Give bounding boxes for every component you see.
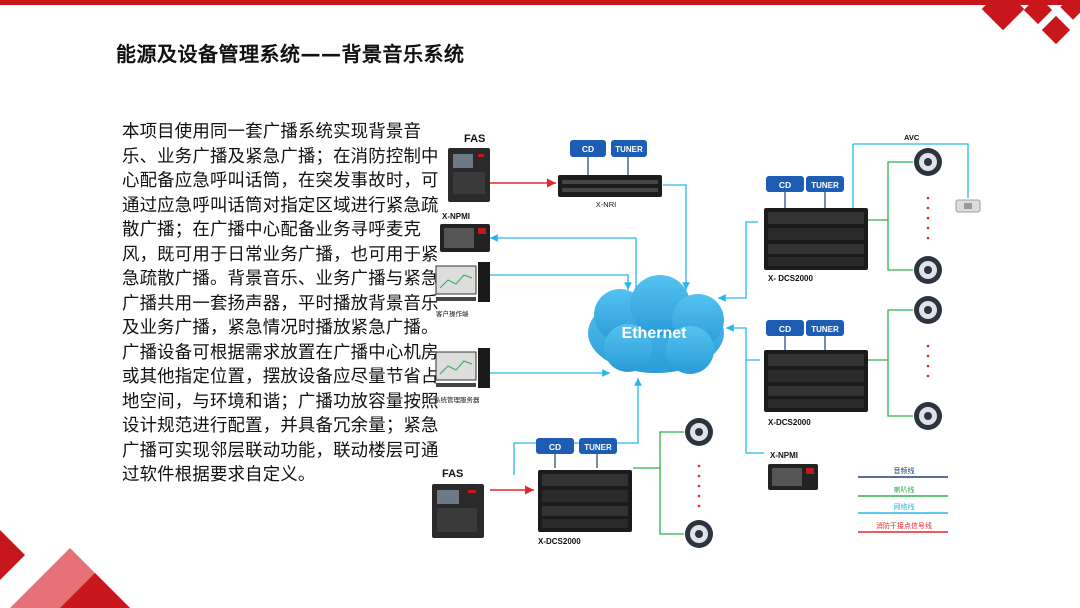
cd-label-mid-dcs: CD	[779, 324, 791, 334]
server-label: 系统管理服务器	[434, 395, 480, 404]
audio-lines	[554, 157, 826, 468]
cd-label-xnri: CD	[582, 144, 594, 154]
dcs-bottom-label: X-DCS2000	[538, 537, 581, 546]
fas-bottom-label: FAS	[442, 468, 463, 480]
xnpmi-left-label: X-NPMI	[442, 212, 470, 221]
ethernet-cloud: Ethernet	[588, 275, 724, 374]
legend-label-speaker: 喇叭线	[894, 485, 915, 494]
legend: 音频线 喇叭线 网络线 消防干接点信号线	[858, 466, 948, 533]
tuner-label-bottom: TUNER	[584, 443, 612, 452]
xnpmi-left-device	[440, 224, 490, 252]
top-accent-bar	[0, 0, 1080, 5]
xnri-device	[558, 175, 662, 197]
legend-label-fire: 消防干接点信号线	[876, 521, 932, 530]
client-computer	[435, 262, 490, 302]
corner-decoration-bottom-left	[0, 530, 130, 608]
tuner-button-top-dcs	[806, 176, 844, 192]
tuner-label-mid-dcs: TUNER	[811, 325, 839, 334]
tuner-label-top-dcs: TUNER	[811, 181, 839, 190]
management-server	[435, 348, 490, 388]
network-lines	[490, 143, 969, 475]
cd-button-mid-dcs	[766, 320, 804, 336]
avc-device	[955, 199, 981, 213]
fas-panel-top	[448, 148, 490, 202]
cd-label-bottom: CD	[549, 442, 561, 452]
dcs-top-label: X- DCS2000	[768, 274, 813, 283]
dcs-mid-label: X-DCS2000	[768, 418, 811, 427]
legend-label-audio: 音频线	[894, 466, 915, 475]
legend-label-network: 网络线	[894, 502, 915, 511]
dcs2000-bottom-device	[538, 470, 632, 532]
tuner-label-xnri: TUNER	[615, 145, 643, 154]
speaker-lines	[633, 161, 913, 535]
description-paragraph: 本项目使用同一套广播系统实现背景音乐、业务广播及紧急广播；在消防控制中心配备应急…	[122, 122, 439, 485]
more-speakers-dots	[697, 196, 930, 508]
cd-button-bottom	[536, 438, 574, 454]
system-diagram: Ethernet	[432, 133, 981, 548]
fire-signal-lines	[490, 178, 556, 495]
dcs2000-top-device	[764, 208, 868, 270]
dcs2000-mid-device	[764, 350, 868, 412]
fas-panel-bottom	[432, 484, 484, 538]
ethernet-label: Ethernet	[622, 325, 688, 342]
tuner-button-mid-dcs	[806, 320, 844, 336]
tuner-button-bottom	[579, 438, 617, 454]
xnpmi-right-label: X-NPMI	[770, 451, 798, 460]
corner-decoration-top-right	[981, 0, 1080, 45]
cd-button-xnri	[570, 140, 606, 157]
page-title: 能源及设备管理系统——背景音乐系统	[116, 42, 465, 66]
speaker-icons	[685, 148, 942, 548]
fas-top-label: FAS	[464, 133, 485, 145]
xnri-label: X-NRI	[596, 200, 616, 209]
cd-label-top-dcs: CD	[779, 180, 791, 190]
client-label: 客户操作端	[436, 309, 469, 318]
xnpmi-right-device	[768, 464, 818, 490]
tuner-button-xnri	[611, 140, 647, 157]
avc-label: AVC	[904, 133, 920, 142]
cd-button-top-dcs	[766, 176, 804, 192]
